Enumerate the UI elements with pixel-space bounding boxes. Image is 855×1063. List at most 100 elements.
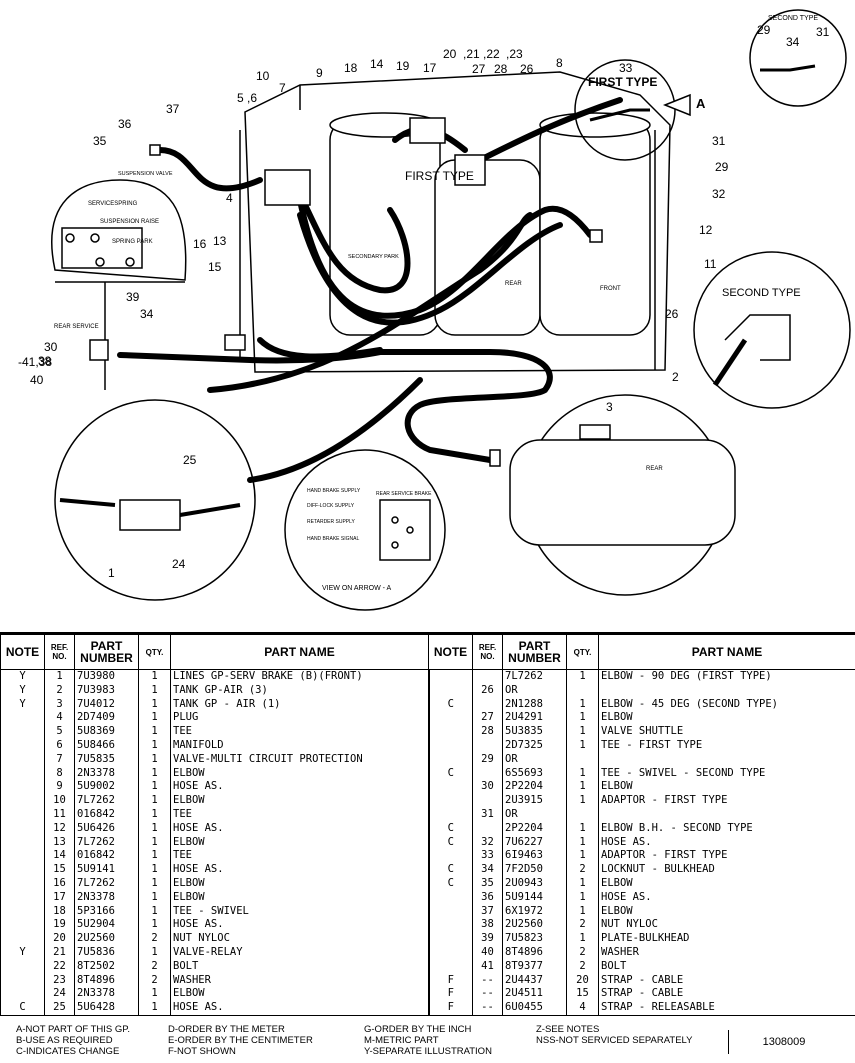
label-retarder-supply: RETARDER SUPPLY xyxy=(307,519,356,525)
cell-name: LOCKNUT - BULKHEAD xyxy=(598,863,855,877)
cell-name: WASHER xyxy=(170,973,429,988)
callout-16: 16 xyxy=(193,237,207,251)
cell-note: Y xyxy=(0,945,45,960)
cell-note: C xyxy=(427,697,473,712)
cell-note: F xyxy=(427,987,473,1002)
cell-note: C xyxy=(427,835,473,850)
cell-ref: 26 xyxy=(472,683,503,698)
callout-36: 36 xyxy=(118,117,132,131)
label-hand-brake-signal: HAND BRAKE SIGNAL xyxy=(307,536,359,542)
cell-pn: 8T4896 xyxy=(74,973,139,988)
cell-ref: 31 xyxy=(472,807,503,822)
callout-34: 34 xyxy=(140,307,154,321)
callout-2: 2 xyxy=(672,370,679,384)
cell-name: TEE xyxy=(170,849,429,864)
detail-circles xyxy=(54,9,851,611)
cell-name: TEE - SWIVEL - SECOND TYPE xyxy=(598,766,855,781)
cell-name: HOSE AS. xyxy=(598,835,855,850)
cell-qty: 1 xyxy=(138,711,171,726)
cell-pn: 5P3166 xyxy=(74,904,139,919)
cell-note xyxy=(0,918,45,933)
cell-name: TANK GP - AIR (1) xyxy=(170,697,429,712)
callout-27: 27 xyxy=(472,62,486,76)
cell-qty: 1 xyxy=(566,821,599,836)
cell-note xyxy=(427,752,473,767)
cell-qty: 1 xyxy=(566,738,599,753)
cell-pn: 7U5835 xyxy=(74,752,139,767)
cell-ref: 4 xyxy=(44,711,75,726)
cell-pn: 8T9377 xyxy=(502,959,567,974)
cell-name: NUT NYLOC xyxy=(170,932,429,946)
legend-item: E-ORDER BY THE CENTIMETER xyxy=(168,1035,313,1046)
cell-pn: OR xyxy=(502,807,567,822)
cell-note xyxy=(0,932,45,946)
callout-1: 1 xyxy=(108,566,115,580)
cell-qty: 2 xyxy=(566,918,599,933)
cell-qty: 2 xyxy=(138,932,171,946)
cell-qty: 1 xyxy=(138,1001,171,1016)
cell-note xyxy=(427,932,473,946)
callout-24: 24 xyxy=(172,557,186,571)
cell-pn: 7U3980 xyxy=(74,669,139,684)
cell-name: HOSE AS. xyxy=(598,890,855,905)
cell-note xyxy=(0,711,45,726)
label-hand-brake-supply: HAND BRAKE SUPPLY xyxy=(307,488,361,494)
label-second-type-top: SECOND TYPE xyxy=(768,15,818,22)
cell-qty: 1 xyxy=(138,697,171,712)
cell-note xyxy=(0,863,45,877)
callout-39: 39 xyxy=(126,290,140,304)
cell-qty: 1 xyxy=(138,876,171,891)
cell-name: PLUG xyxy=(170,711,429,726)
cell-name: ELBOW xyxy=(170,835,429,850)
cell-name: ELBOW xyxy=(598,780,855,795)
cell-note: F xyxy=(427,973,473,988)
cell-name: ELBOW - 45 DEG (SECOND TYPE) xyxy=(598,697,855,712)
legend-item: B-USE AS REQUIRED xyxy=(16,1035,113,1046)
callout-37: 37 xyxy=(166,102,180,116)
callout-20: 20 xyxy=(443,47,457,61)
cell-qty: 4 xyxy=(566,1001,599,1016)
cell-note xyxy=(0,876,45,891)
cell-qty: 1 xyxy=(566,725,599,739)
label-service-spring: SERVICESPRING xyxy=(88,201,138,207)
header-part-name-2: PART NAME xyxy=(598,634,855,670)
cell-note xyxy=(427,669,473,684)
cell-name: TANK GP-AIR (3) xyxy=(170,683,429,698)
callout-10: 10 xyxy=(256,69,270,83)
cell-ref: 39 xyxy=(472,932,503,946)
cell-qty: 1 xyxy=(138,918,171,933)
cell-note xyxy=(0,973,45,988)
cell-ref: 41 xyxy=(472,959,503,974)
cell-name: HOSE AS. xyxy=(170,918,429,933)
cell-name: VALVE SHUTTLE xyxy=(598,725,855,739)
cell-ref: -- xyxy=(472,973,503,988)
cell-note xyxy=(0,821,45,836)
cell-ref: 21 xyxy=(44,945,75,960)
cell-pn: 7U4012 xyxy=(74,697,139,712)
cell-ref: 22 xyxy=(44,959,75,974)
callout-5-6: 5 ,6 xyxy=(237,91,257,105)
cell-note xyxy=(427,738,473,753)
callout-26: 26 xyxy=(520,62,534,76)
cell-note: C xyxy=(427,863,473,877)
detail-graphics xyxy=(59,64,816,561)
header-qty-2: QTY. xyxy=(566,634,599,670)
cell-note xyxy=(427,780,473,795)
cell-qty: 1 xyxy=(566,794,599,808)
cell-pn: 6S5693 xyxy=(502,766,567,781)
cell-pn: OR xyxy=(502,752,567,767)
cell-ref: 34 xyxy=(472,863,503,877)
cell-pn: 5U9141 xyxy=(74,863,139,877)
cell-note xyxy=(0,835,45,850)
cell-ref: 7 xyxy=(44,752,75,767)
cell-pn: 7L7262 xyxy=(74,835,139,850)
suspension-valve-detail xyxy=(51,179,187,390)
cell-qty: 1 xyxy=(138,904,171,919)
